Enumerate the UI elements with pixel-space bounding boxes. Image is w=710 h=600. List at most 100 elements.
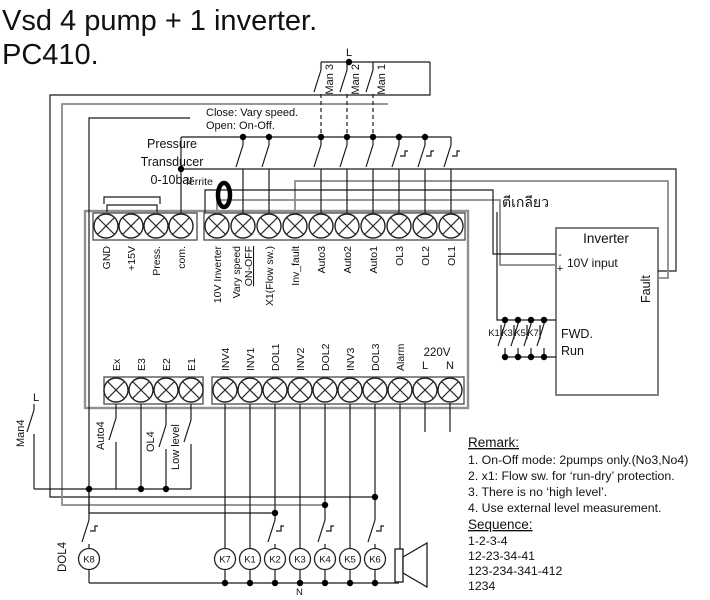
junction-dot: [501, 353, 509, 361]
inverter-input-label: 10V input: [567, 256, 618, 270]
man1-switch-label: Man 1: [376, 64, 388, 95]
remark-item-2: 2. x1: Flow sw. for ‘run-dry’ protection…: [468, 469, 675, 483]
terminal-label: ON-OFF: [243, 246, 255, 286]
switch-blade: [510, 323, 519, 347]
terminal-x-icon: [441, 381, 459, 399]
terminal-x-icon: [266, 381, 284, 399]
remark-block: Remark: 1. On-Off mode: 2pumps only.(No3…: [468, 435, 688, 593]
twisted-pair-label: ตีเกลียว: [502, 194, 549, 210]
wrap-loop-1: [49, 62, 431, 498]
junction-dot: [321, 579, 329, 587]
inverter-fault-label: Fault: [639, 275, 653, 303]
junction-dot: [540, 316, 548, 324]
terminal-label: INV1: [245, 347, 257, 371]
transducer-label-line2: Transducer: [141, 155, 204, 169]
inverter-title: Inverter: [583, 231, 629, 246]
terminal-x-icon: [291, 381, 309, 399]
transducer-label-line3: 0-10bar: [150, 173, 193, 187]
terminal-label: DOL1: [270, 343, 282, 371]
terminal-x-icon: [216, 381, 234, 399]
junction-dot: [514, 316, 522, 324]
terminal-label: Alarm: [395, 343, 407, 371]
terminal-x-icon: [122, 217, 140, 235]
fault-wire-2: [294, 180, 669, 279]
mode-note-line2: Open: On-Off.: [206, 120, 275, 132]
remark-item-3: 3. There is no ‘high level’.: [468, 485, 607, 499]
switch-blade: [81, 519, 90, 543]
sequence-item-3: 123-234-341-412: [468, 564, 563, 578]
switch-blade: [261, 144, 270, 168]
man3-switch-label: Man 3: [324, 64, 336, 95]
sequence-item-4: 1234: [468, 579, 496, 593]
alarm-speaker: [394, 541, 428, 589]
inverter-plus-sign: +: [557, 263, 563, 275]
overload-hook-icon: [452, 150, 460, 157]
contact-k7-label: K7: [527, 328, 539, 339]
terminal-label: INV4: [220, 347, 232, 371]
terminal-x-icon: [390, 217, 408, 235]
terminal-label: OL3: [394, 246, 406, 266]
dol4-label: DOL4: [57, 541, 69, 572]
terminal-x-icon: [97, 217, 115, 235]
inverter-run-label: Run: [561, 344, 584, 358]
switch-blade: [183, 419, 192, 443]
terminal-x-icon: [107, 381, 125, 399]
overload-hook-icon: [90, 525, 98, 532]
junction-dot: [527, 353, 535, 361]
junction-dot: [369, 133, 377, 141]
switch-blade: [339, 69, 348, 93]
coil-label: K1: [244, 555, 256, 566]
junction-dot: [345, 58, 353, 66]
terminal-x-icon: [132, 381, 150, 399]
inverter-minus-sign: -: [558, 249, 562, 261]
page-title-line2: PC410.: [2, 39, 99, 71]
junction-dot: [346, 579, 354, 587]
terminal-label: 10V Inverter: [212, 246, 224, 304]
supply-voltage-label: 220V: [424, 347, 451, 359]
wires: [34, 61, 677, 584]
remark-item-1: 1. On-Off mode: 2pumps only.(No3,No4): [468, 453, 688, 467]
switch-blade: [497, 323, 506, 347]
junction-dot: [271, 509, 279, 517]
terminal-x-icon: [366, 381, 384, 399]
terminal-x-icon: [338, 217, 356, 235]
wrap-loop-3: [88, 117, 275, 514]
junction-dot: [371, 493, 379, 501]
remark-heading: Remark:: [468, 435, 519, 450]
contact-k3-label: K3: [501, 328, 513, 339]
junction-dot: [177, 165, 185, 173]
terminal-label: OL2: [420, 246, 432, 266]
terminal-label: E1: [186, 358, 198, 371]
terminal-label: DOL3: [370, 343, 382, 371]
line-label-left: L: [33, 392, 39, 404]
terminal-label: OL1: [446, 246, 458, 266]
terminal-x-icon: [286, 217, 304, 235]
transducer-bracket-outer: [103, 196, 161, 204]
inverter-box: [555, 227, 659, 396]
ten-volt-wire-plus: [216, 199, 556, 266]
terminal-label: X1(Flow sw.): [264, 246, 276, 306]
transducer-bracket-inner: [106, 204, 158, 212]
contact-k1-label: K1: [488, 328, 500, 339]
terminal-x-icon: [442, 217, 460, 235]
terminal-x-icon: [316, 381, 334, 399]
fwd-bus-top: [496, 212, 556, 321]
coil-label: K5: [344, 555, 356, 566]
junction-dot: [239, 133, 247, 141]
terminal-label: GND: [101, 246, 113, 270]
overload-hook-icon: [376, 525, 384, 532]
low-level-switch-label: Low level: [170, 424, 182, 470]
coil: [77, 547, 101, 571]
switch-blade: [26, 409, 35, 433]
sequence-item-1: 1-2-3-4: [468, 534, 508, 548]
junction-dot: [85, 485, 93, 493]
junction-dot: [246, 579, 254, 587]
junction-dot: [527, 316, 535, 324]
terminal-label: Inv_fault: [290, 246, 302, 286]
controller-box: [83, 209, 470, 410]
switch-blade: [365, 144, 374, 168]
switch-blade: [339, 144, 348, 168]
switch-blade: [313, 144, 322, 168]
junction-dot: [540, 353, 548, 361]
